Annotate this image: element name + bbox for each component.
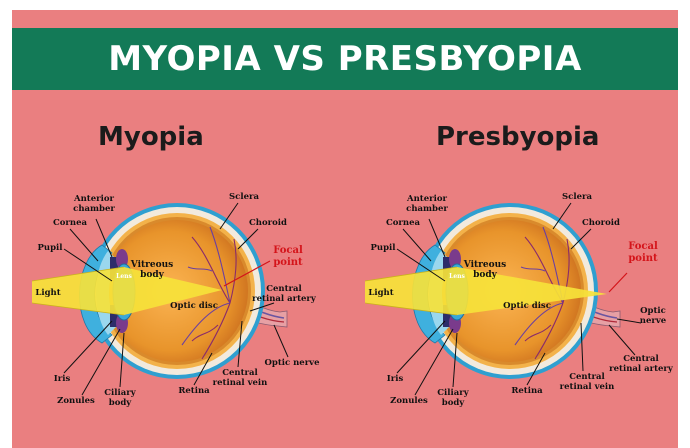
focal-point-label: Focalpoint: [273, 245, 303, 268]
presbyopia-panel-title: Presbyopia: [436, 122, 599, 152]
anterior-chamber-label: Anteriorchamber: [73, 194, 115, 214]
retina-label: Retina: [178, 386, 210, 396]
focal-point-label: Focalpoint: [628, 241, 658, 264]
cornea-label: Cornea: [53, 218, 88, 228]
zonules-label: Zonules: [57, 396, 95, 406]
optic-disc-label: Optic disc: [170, 301, 218, 311]
pupil-label: Pupil: [38, 243, 64, 253]
choroid-label: Choroid: [582, 218, 620, 228]
optic-nerve-label: Optic nerve: [264, 358, 320, 368]
presbyopia-eye-diagram: LensLightVitreousbodyOptic discAnteriorc…: [345, 175, 690, 415]
optic-nerve-label: Opticnerve: [640, 306, 667, 326]
sclera-label: Sclera: [229, 192, 259, 202]
iris-label: Iris: [54, 374, 71, 384]
lens-label: Lens: [449, 273, 465, 280]
anterior-chamber-label: Anteriorchamber: [406, 194, 448, 214]
myopia-eye-diagram: LensLightVitreousbodyOptic discAnteriorc…: [12, 175, 357, 415]
leader-line: [609, 325, 635, 355]
optic-disc-label: Optic disc: [503, 301, 551, 311]
choroid-label: Choroid: [249, 218, 287, 228]
leader-line: [274, 325, 288, 357]
myopia-panel-title: Myopia: [98, 122, 204, 152]
ciliary-body-label: Ciliarybody: [104, 388, 136, 408]
central-retinal-vein-label: Centralretinal vein: [560, 372, 615, 392]
title-banner: MYOPIA VS PRESBYOPIA: [12, 28, 678, 90]
page-title: MYOPIA VS PRESBYOPIA: [12, 39, 678, 79]
retina-label: Retina: [511, 386, 543, 396]
cornea-label: Cornea: [386, 218, 421, 228]
zonules-label: Zonules: [390, 396, 428, 406]
central-retinal-vein-label: Centralretinal vein: [213, 368, 268, 388]
pupil-label: Pupil: [371, 243, 397, 253]
central-retinal-artery-label: Centralretinal artery: [609, 354, 674, 374]
leader-line: [617, 319, 641, 323]
sclera-label: Sclera: [562, 192, 592, 202]
light-label: Light: [35, 288, 60, 298]
light-label: Light: [368, 288, 393, 298]
iris-label: Iris: [387, 374, 404, 384]
ciliary-body-label: Ciliarybody: [437, 388, 469, 408]
lens-label: Lens: [116, 273, 132, 280]
focal-arrow: [609, 273, 627, 292]
